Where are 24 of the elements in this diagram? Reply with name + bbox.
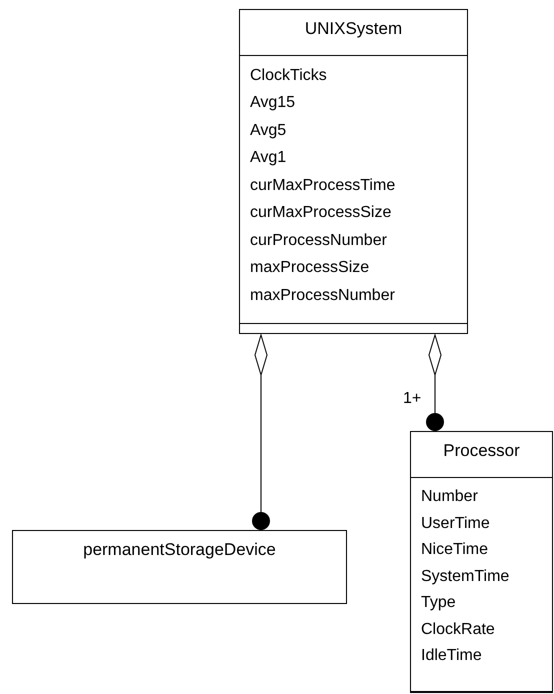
class-name: permanentStorageDevice [83,539,276,561]
attribute-name: curMaxProcessTime [250,176,396,196]
attribute-name: UserTime [421,514,490,534]
attribute-name: SystemTime [421,566,510,587]
attribute-name: curProcessNumber [250,230,387,251]
aggregation-line [426,334,444,432]
attribute-name: Type [421,593,456,614]
class-box [12,530,347,604]
attribute-name: ClockRate [421,620,495,640]
attribute-name: Avg15 [250,93,296,114]
class-name: Processor [443,440,520,462]
attribute-name: curMaxProcessSize [250,203,392,224]
class-box [410,431,553,693]
attribute-name: Number [421,487,478,508]
class-box [239,9,468,334]
aggregation-line [252,334,270,530]
attribute-name: maxProcessSize [250,258,370,278]
attribute-name: ClockTicks [250,66,327,86]
attribute-name: Avg1 [250,148,286,168]
attribute-name: NiceTime [421,540,488,560]
attribute-name: Avg5 [250,120,286,141]
attribute-name: IdleTime [421,646,482,666]
class-name: UNIXSystem [304,18,402,40]
attribute-name: maxProcessNumber [250,286,395,306]
